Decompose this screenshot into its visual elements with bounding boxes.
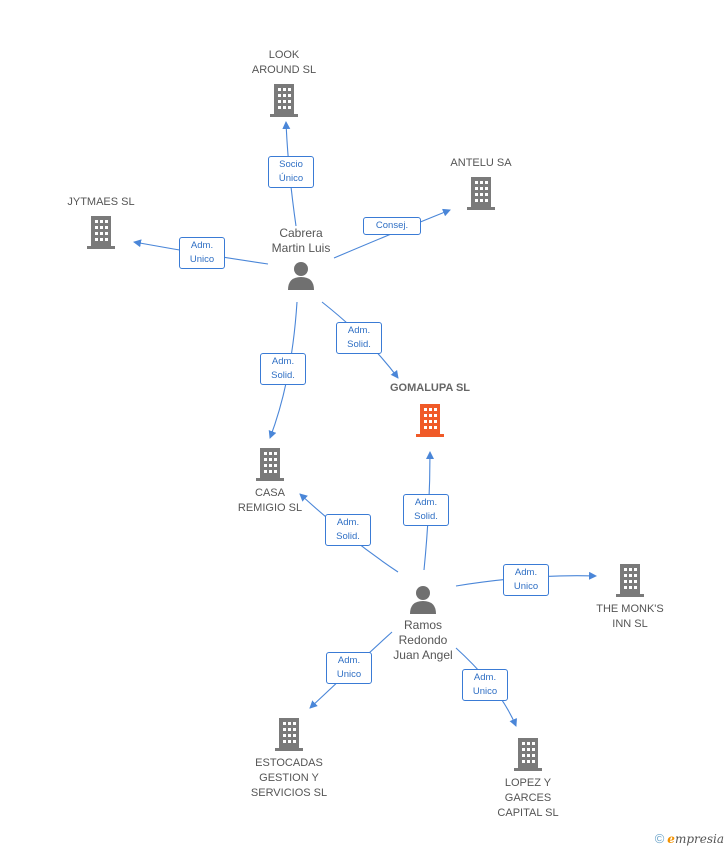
node-antelu[interactable]: ANTELU SA: [436, 156, 526, 211]
node-label: ANTELU SA: [450, 157, 512, 169]
node-label: LOPEZ Y GARCES CAPITAL SL: [497, 777, 559, 819]
edge-badge-adm-solid-gomalupa-ramos[interactable]: Adm. Solid.: [403, 494, 449, 526]
person-icon: [378, 584, 468, 614]
edge-badge-adm-solid-casa-cabrera[interactable]: Adm. Solid.: [260, 353, 306, 385]
node-label: GOMALUPA SL: [389, 382, 471, 394]
edge-badge-adm-unico-monks[interactable]: Adm. Unico: [503, 564, 549, 596]
building-icon: [436, 175, 526, 211]
node-cabrera-martin-luis[interactable]: Cabrera Martin Luis: [256, 226, 346, 290]
edge-badge-adm-unico-jytmaes[interactable]: Adm. Unico: [179, 237, 225, 269]
edge-badge-consej[interactable]: Consej.: [363, 217, 421, 235]
node-lopez-y-garces[interactable]: LOPEZ Y GARCES CAPITAL SL: [478, 736, 578, 821]
edge-badge-socio-unico[interactable]: Socio Único: [268, 156, 314, 188]
person-icon: [256, 260, 346, 290]
building-icon: [236, 716, 342, 752]
node-label: Ramos Redondo Juan Angel: [393, 618, 453, 662]
building-icon: [56, 214, 146, 250]
copyright-icon: ©: [654, 831, 665, 846]
node-label: ESTOCADAS GESTION Y SERVICIOS SL: [250, 757, 328, 799]
node-jytmaes[interactable]: JYTMAES SL: [56, 195, 146, 250]
node-casa-remigio[interactable]: CASA REMIGIO SL: [222, 446, 318, 516]
brand-logo-text: mpresia: [674, 832, 724, 846]
node-the-monks-inn[interactable]: THE MONK'S INN SL: [582, 562, 678, 632]
node-label: Cabrera Martin Luis: [271, 226, 331, 255]
edge-badge-adm-solid-casa-ramos[interactable]: Adm. Solid.: [325, 514, 371, 546]
node-ramos-redondo-juan-angel[interactable]: Ramos Redondo Juan Angel: [378, 584, 468, 663]
node-label: LOOK AROUND SL: [251, 49, 317, 76]
node-estocadas[interactable]: ESTOCADAS GESTION Y SERVICIOS SL: [236, 716, 342, 801]
node-label: CASA REMIGIO SL: [237, 487, 303, 514]
node-gomalupa[interactable]: GOMALUPA SL: [376, 381, 484, 438]
building-icon: [376, 402, 484, 438]
brand-logo-e: e: [667, 832, 675, 846]
building-icon: [478, 736, 578, 772]
node-label: JYTMAES SL: [67, 196, 135, 208]
edge-badge-adm-unico-estocadas[interactable]: Adm. Unico: [326, 652, 372, 684]
building-icon: [242, 82, 326, 118]
node-label: THE MONK'S INN SL: [596, 603, 664, 630]
edge-badge-adm-unico-lopez[interactable]: Adm. Unico: [462, 669, 508, 701]
footer-brand: ©empresia: [655, 831, 724, 846]
building-icon: [582, 562, 678, 598]
node-look-around[interactable]: LOOK AROUND SL: [242, 48, 326, 118]
building-icon: [222, 446, 318, 482]
edge-badge-adm-solid-gomalupa-cabrera[interactable]: Adm. Solid.: [336, 322, 382, 354]
